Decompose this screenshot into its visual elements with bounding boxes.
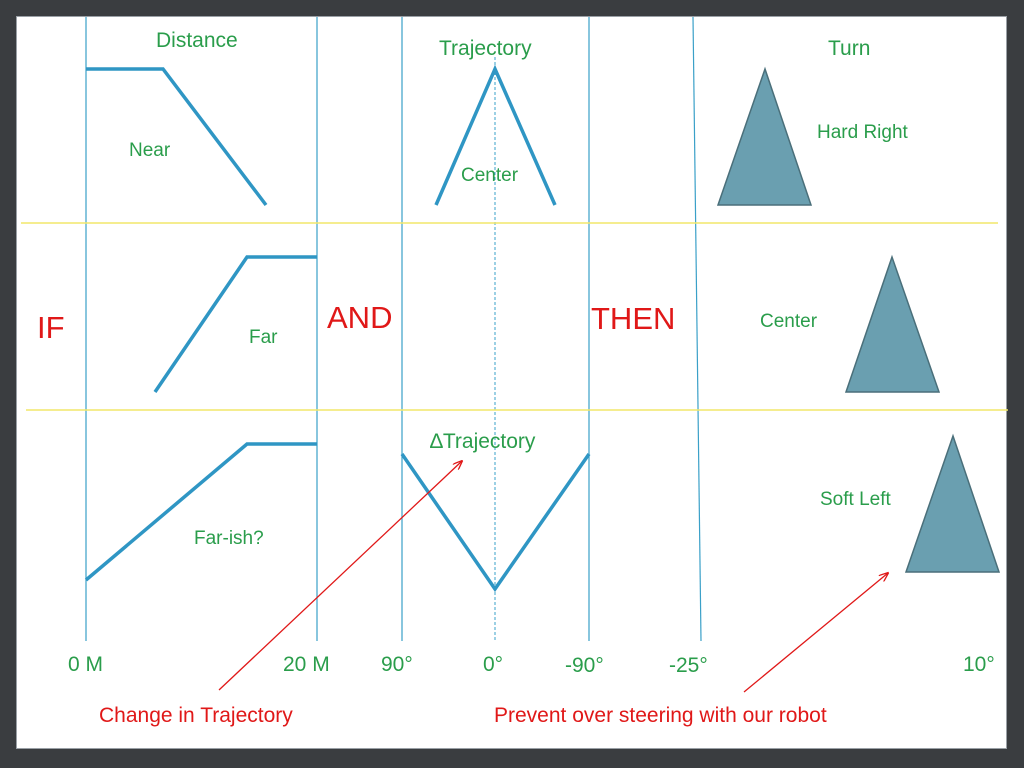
tick-neg-ninety-deg: -90° xyxy=(565,654,604,677)
far-membership-curve xyxy=(153,255,317,393)
fuzzy-rule-diagram: Distance Trajectory Turn ∆Trajectory IF … xyxy=(21,17,1008,727)
distance-header: Distance xyxy=(156,29,238,52)
center-turn-label: Center xyxy=(760,311,818,332)
tick-ninety-deg: 90° xyxy=(381,653,413,676)
soft-left-triangle xyxy=(904,433,1001,573)
guide-line-neg-twenty-five-deg xyxy=(692,17,702,642)
change-in-trajectory-note: Change in Trajectory xyxy=(99,704,293,727)
then-keyword: THEN xyxy=(591,301,675,336)
hard-right-triangle xyxy=(716,66,813,206)
tick-ten-deg: 10° xyxy=(963,653,995,676)
delta-trajectory-curve xyxy=(400,453,591,593)
if-keyword: IF xyxy=(37,310,65,345)
center-turn-triangle xyxy=(844,254,941,393)
tick-zero-m: 0 M xyxy=(68,653,103,676)
change-in-trajectory-arrow xyxy=(218,461,462,691)
slide: Distance Trajectory Turn ∆Trajectory IF … xyxy=(16,16,1008,749)
tick-zero-deg: 0° xyxy=(483,653,503,676)
and-keyword: AND xyxy=(327,300,392,335)
far-ish-membership-curve xyxy=(84,442,317,582)
near-label: Near xyxy=(129,140,171,161)
tick-twenty-m: 20 M xyxy=(283,653,330,676)
tick-neg-twenty-five-deg: -25° xyxy=(669,654,708,677)
center-trajectory-label: Center xyxy=(461,165,519,186)
prevent-over-steering-arrow xyxy=(743,573,888,693)
far-label: Far xyxy=(249,327,278,348)
hard-right-label: Hard Right xyxy=(817,122,909,143)
soft-left-label: Soft Left xyxy=(820,489,891,510)
delta-trajectory-header: ∆Trajectory xyxy=(430,430,536,453)
near-membership-curve xyxy=(86,67,268,207)
far-ish-label: Far-ish? xyxy=(194,528,264,549)
turn-header: Turn xyxy=(828,37,870,60)
prevent-over-steering-note: Prevent over steering with our robot xyxy=(494,704,827,727)
center-trajectory-curve xyxy=(434,64,557,206)
trajectory-header: Trajectory xyxy=(439,37,532,60)
